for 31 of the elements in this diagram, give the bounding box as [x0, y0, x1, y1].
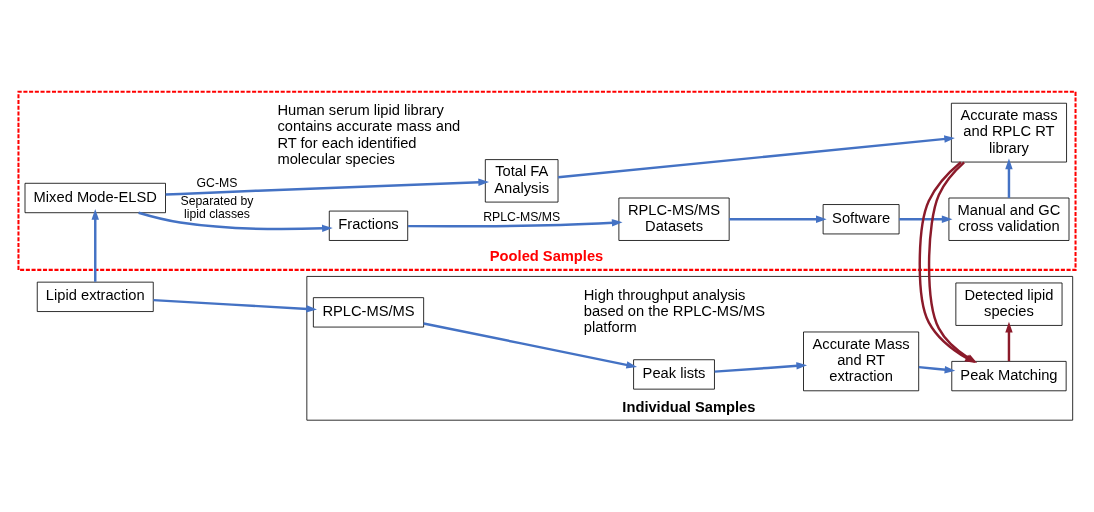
edge-label: Separated by lipid classes: [180, 193, 254, 222]
arrow: [1005, 158, 1013, 198]
arrow: [714, 362, 808, 373]
arrow: [729, 215, 827, 223]
arrow: [138, 211, 333, 233]
node-box: Peak lists: [633, 359, 715, 390]
arrow: [408, 219, 623, 228]
arrow: [918, 365, 956, 374]
arrow: [423, 322, 638, 369]
arrow: [91, 209, 99, 282]
node-box: RPLC-MS/MS Datasets: [618, 197, 730, 241]
node-box: Software: [822, 204, 900, 235]
label: Human serum lipid library contains accurate mass and RT for each identified molecular species: [277, 102, 461, 168]
node-box: Accurate mass and RPLC RT library: [950, 102, 1067, 163]
arrow: [558, 135, 955, 179]
label: High throughput analysis based on the RPLC-MS/MS platform: [583, 286, 765, 336]
node-box: Total FA Analysis: [484, 159, 559, 203]
arrow: [1005, 321, 1013, 362]
arrow: [165, 178, 489, 196]
node-box: RPLC-MS/MS: [312, 297, 425, 328]
edge-label: GC-MS: [196, 176, 238, 191]
node-box: Detected lipid species: [955, 282, 1063, 326]
node-box: Mixed Mode-ELSD: [24, 182, 166, 214]
node-box: Lipid extraction: [36, 281, 154, 312]
node-box: Fractions: [328, 210, 409, 241]
node-box: Accurate Mass and RT extraction: [803, 331, 920, 392]
arrow: [153, 298, 317, 313]
node-box: Manual and GC cross validation: [948, 197, 1070, 241]
edge-label: RPLC-MS/MS: [483, 209, 561, 224]
node-box: Peak Matching: [951, 360, 1067, 392]
arrow: [899, 215, 953, 223]
